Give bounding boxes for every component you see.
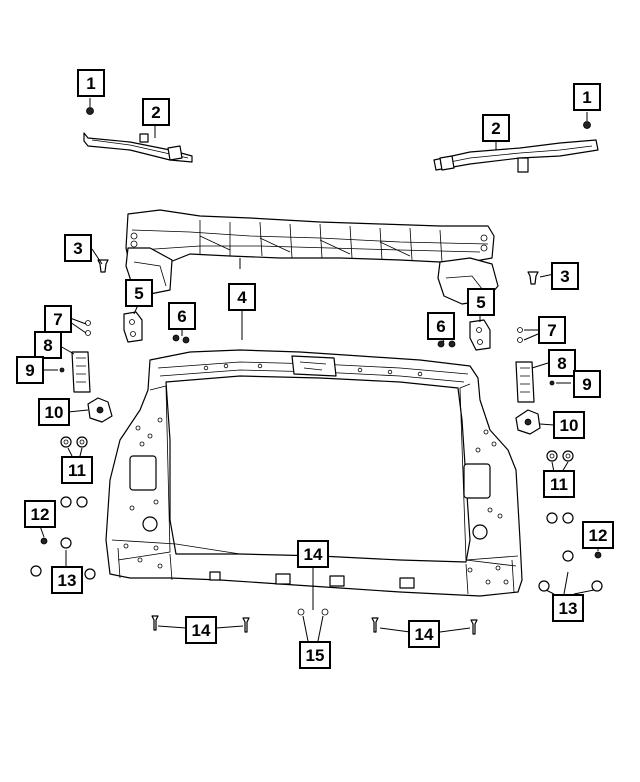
part-9-right-dot: [549, 380, 555, 386]
part-12-13-left-grommets: [30, 496, 96, 580]
part-4-upper-tie-bar: [125, 209, 499, 305]
callout-8-left: 8: [34, 331, 62, 359]
callout-14-left: 14: [185, 616, 217, 644]
part-1-right-bolt: [583, 121, 591, 129]
callout-2-right: 2: [482, 114, 510, 142]
callout-10-right: 10: [553, 411, 585, 439]
callout-10-left: 10: [38, 398, 70, 426]
callout-1-left: 1: [77, 69, 105, 97]
part-7-left-clips: [85, 320, 91, 336]
part-11-left-grommets: [60, 436, 88, 448]
part-5-left-bracket: [123, 311, 143, 343]
callout-7-left: 7: [44, 305, 72, 333]
part-2-right-rail: [433, 139, 599, 173]
callout-9-left: 9: [16, 356, 44, 384]
radiator-support-frame: [105, 349, 523, 597]
part-1-left-bolt: [86, 107, 94, 115]
part-3-right-pin: [527, 271, 539, 285]
callout-13-right: 13: [552, 594, 584, 622]
part-15-nuts: [297, 608, 329, 616]
callout-15: 15: [299, 641, 331, 669]
callout-13-left: 13: [51, 566, 83, 594]
part-6-left-nuts: [172, 334, 190, 344]
callout-12-right: 12: [582, 521, 614, 549]
callout-3-left: 3: [64, 234, 92, 262]
callout-9-right: 9: [573, 370, 601, 398]
part-14-bolts: [151, 615, 478, 635]
callout-5-right: 5: [467, 288, 495, 316]
part-9-left-dot: [59, 367, 65, 373]
callout-2-left: 2: [142, 98, 170, 126]
part-10-left-mount: [87, 397, 113, 423]
part-3-left-pin: [97, 259, 109, 273]
leader-lines: [39, 98, 599, 642]
callout-12-left: 12: [24, 500, 56, 528]
part-5-right-bracket: [469, 319, 491, 351]
callout-11-left: 11: [61, 456, 93, 484]
callout-14-right: 14: [408, 620, 440, 648]
part-11-right-grommets: [546, 450, 574, 462]
part-7-right-clips: [517, 327, 523, 343]
callout-8-right: 8: [548, 349, 576, 377]
callout-14-center: 14: [297, 540, 329, 568]
part-8-right-plate: [515, 361, 535, 403]
part-10-right-mount: [515, 409, 541, 435]
callout-11-right: 11: [543, 470, 575, 498]
callout-3-right: 3: [551, 262, 579, 290]
part-12-13-right-grommets: [538, 512, 603, 592]
callout-4: 4: [228, 283, 256, 311]
callout-6-right: 6: [427, 312, 455, 340]
part-2-left-rail: [83, 132, 193, 163]
callout-5-left: 5: [125, 279, 153, 307]
callout-7-right: 7: [538, 316, 566, 344]
callout-6-left: 6: [168, 302, 196, 330]
part-8-left-plate: [71, 351, 91, 393]
part-6-right-nuts: [437, 340, 456, 348]
callout-1-right: 1: [573, 83, 601, 111]
